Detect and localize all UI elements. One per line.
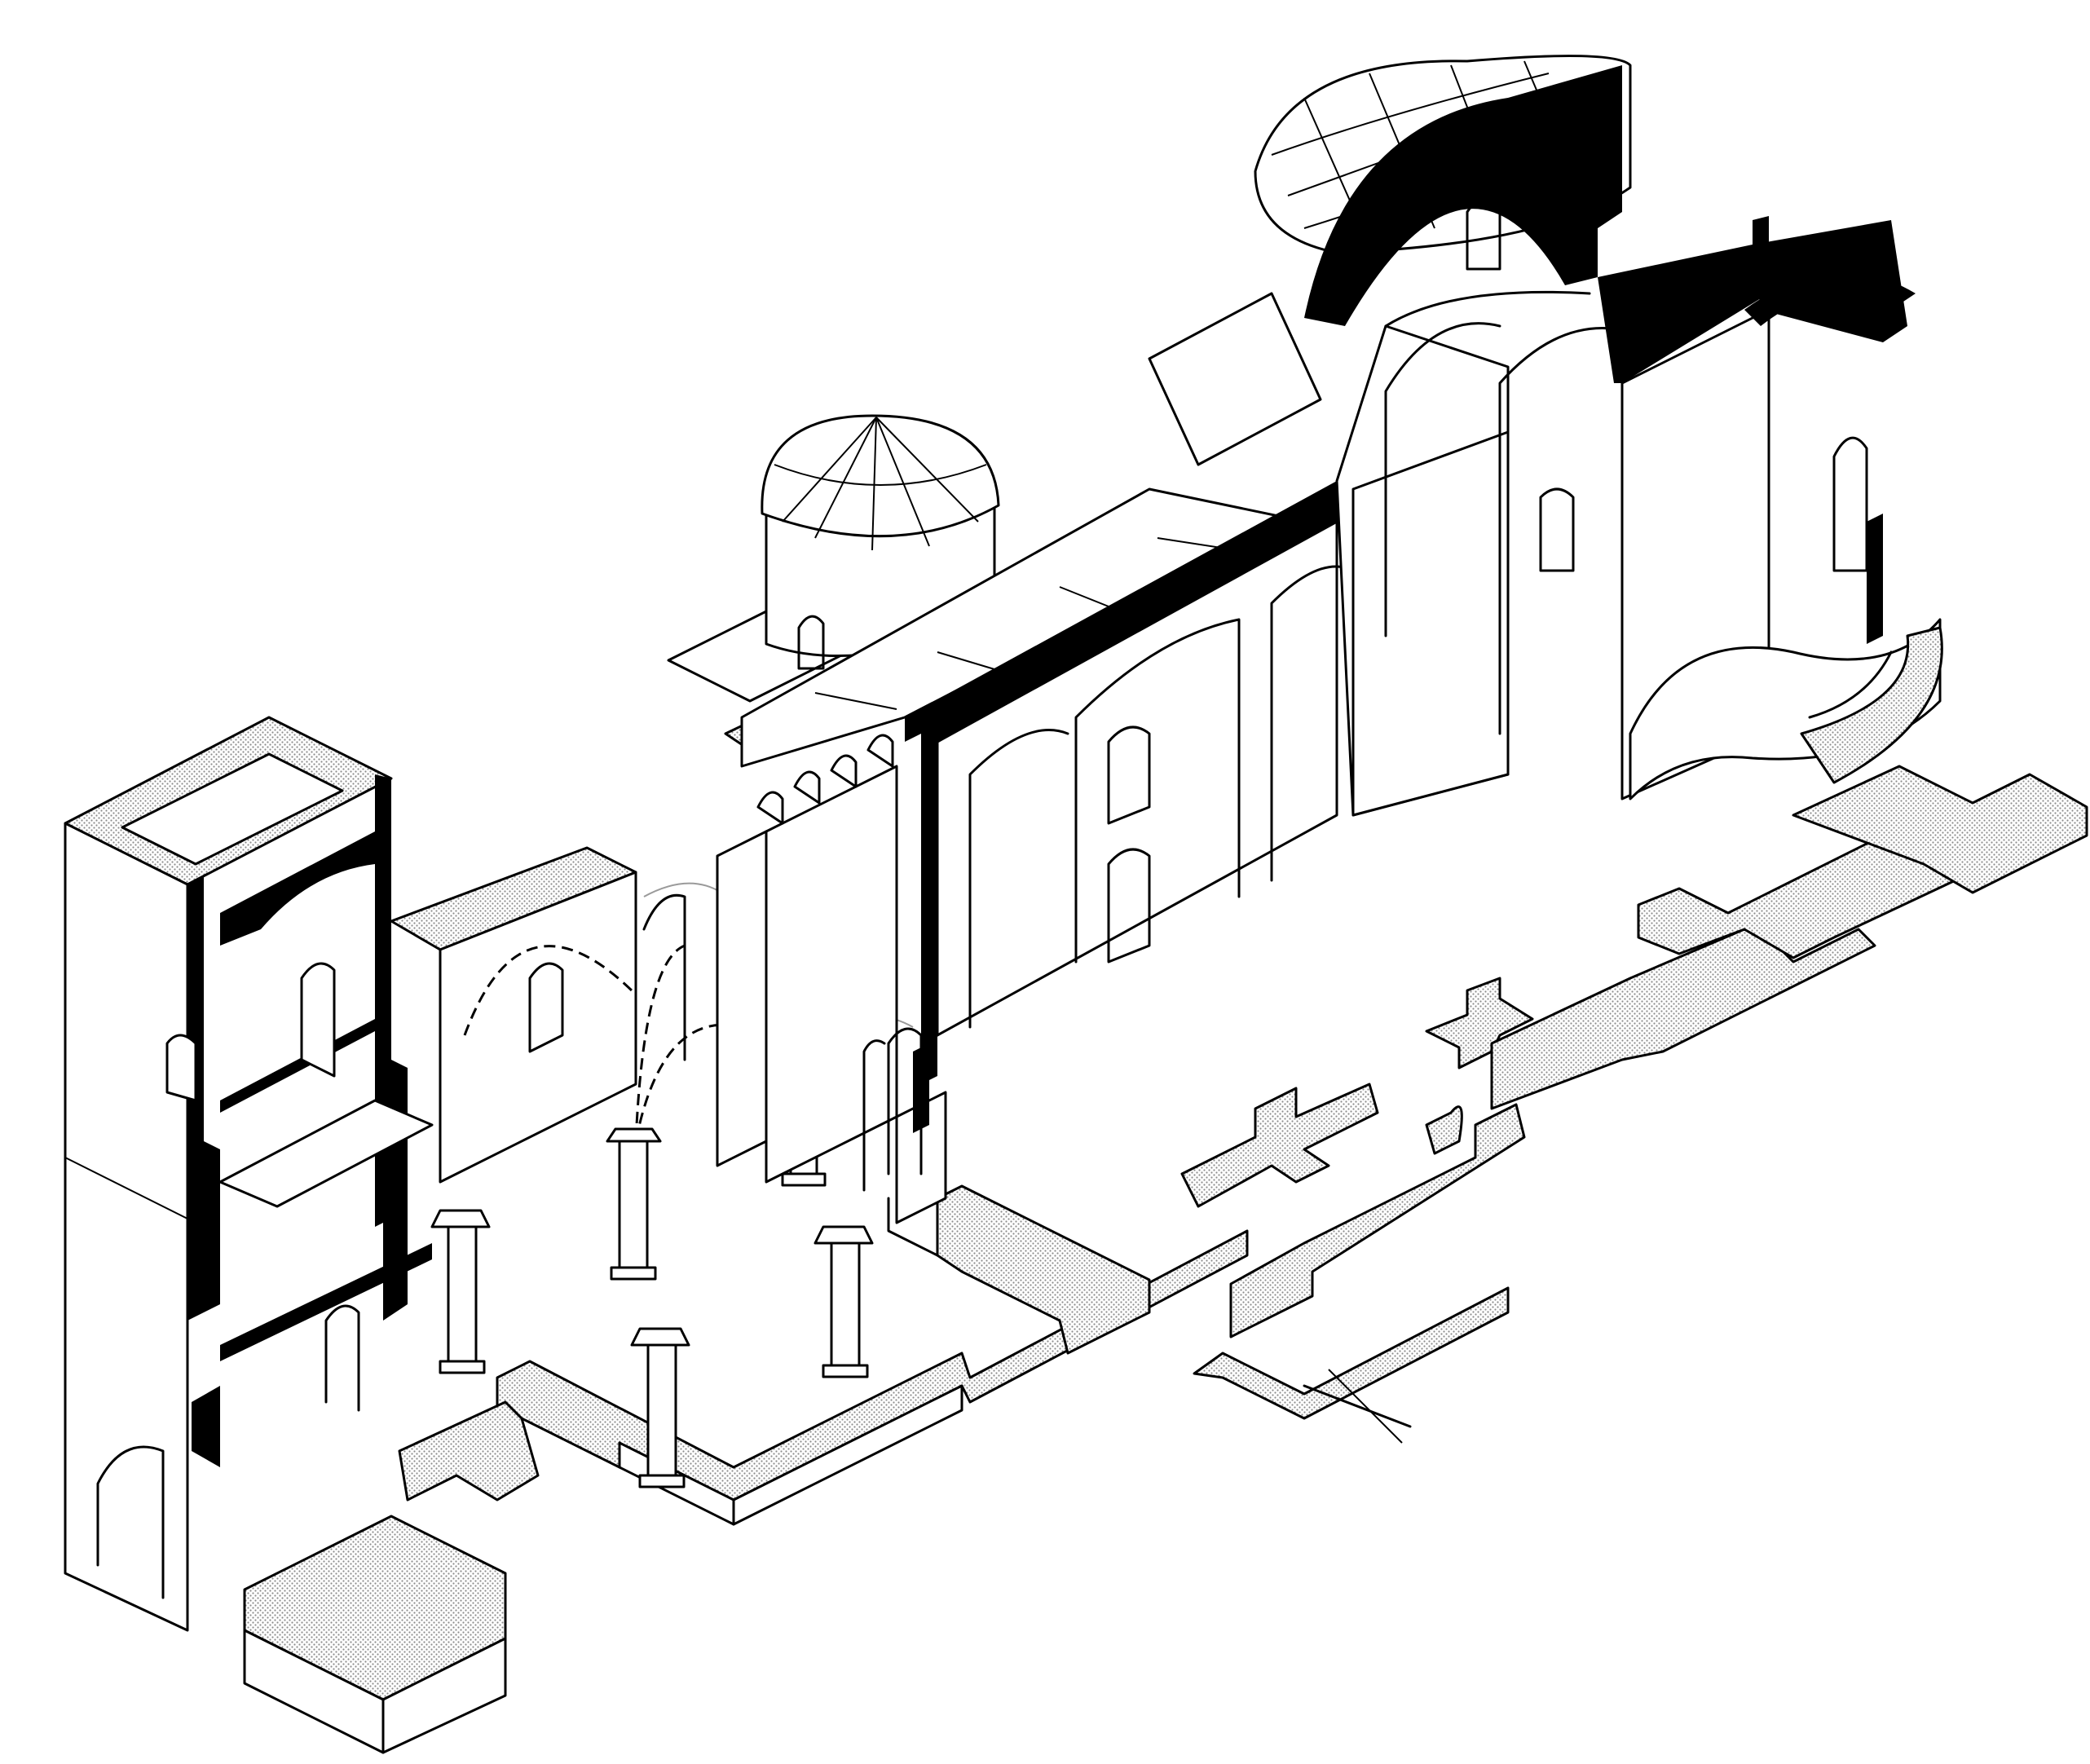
dome-arch-2 xyxy=(1498,327,1640,735)
apse-foundation-ring xyxy=(1800,626,1943,784)
west-foundation-block-side xyxy=(381,1637,507,1754)
column xyxy=(630,1327,690,1488)
apse-window xyxy=(1832,436,1868,572)
south-foundation-wall xyxy=(496,1229,1249,1502)
narthex-window xyxy=(528,962,564,1053)
south-foundation-face-2 xyxy=(732,1384,963,1526)
main-dome xyxy=(1148,55,1640,817)
south-chapel-apse xyxy=(1425,1105,1463,1155)
cross-shaped-foundation xyxy=(1180,1083,1379,1208)
apse-conch-section xyxy=(1744,272,1916,326)
small-dome-cupola xyxy=(761,414,1000,538)
tower-door-arch xyxy=(96,1445,165,1599)
tower-section-wall xyxy=(187,876,220,1467)
tower-window xyxy=(300,962,336,1078)
southwest-foundation xyxy=(398,1400,540,1502)
apse-bench xyxy=(1808,650,1893,719)
dome-drum-window xyxy=(1466,196,1501,271)
nave-window xyxy=(1107,725,1151,825)
dome-arch xyxy=(1384,322,1501,637)
crossing-pier-face xyxy=(1351,430,1510,817)
tower-floor-slab-2 xyxy=(220,1243,432,1361)
south-chapel-foundation xyxy=(1229,1103,1526,1338)
apse xyxy=(1629,618,1942,800)
east-foundation-wall xyxy=(1193,1286,1510,1420)
narthex-arch-opening xyxy=(642,894,686,1061)
column xyxy=(430,1209,491,1374)
tower-inner-room xyxy=(218,1099,434,1208)
floor-outline xyxy=(887,1197,1412,1444)
narthex-north-wall xyxy=(439,871,637,1184)
nave-arch xyxy=(968,729,1069,1029)
dome-roof-plane xyxy=(1148,292,1322,466)
east-annex-room-2 xyxy=(1792,765,2088,894)
apse-pier xyxy=(1867,514,1883,644)
east-annex-wall xyxy=(1490,928,1876,1110)
narthex-vault-rib-2 xyxy=(634,944,686,1142)
tower-floor-slab xyxy=(220,1019,375,1113)
tower-top-inner xyxy=(121,752,344,866)
tower-section-wall-east xyxy=(375,774,408,1321)
main-dome-section xyxy=(1304,65,1622,326)
dome-pendentive xyxy=(1384,290,1591,328)
cross-shaped-foundation-2 xyxy=(1425,977,1534,1069)
foundation-walls xyxy=(243,765,2088,1754)
nave-arch-2 xyxy=(1074,618,1241,964)
narthex-vault-rib xyxy=(463,945,637,1036)
tower-arch xyxy=(220,831,375,946)
column xyxy=(606,1127,662,1281)
crossing-window xyxy=(1539,487,1575,572)
column xyxy=(814,1225,874,1378)
tower-door-arch-2 xyxy=(324,1304,360,1412)
small-dome-window xyxy=(797,615,825,670)
tower-window-2 xyxy=(165,1034,197,1102)
bell-tower xyxy=(64,716,434,1632)
tower-west-face xyxy=(64,822,189,1632)
nave-wall-face xyxy=(936,520,1338,1037)
narthex xyxy=(390,846,914,1184)
nave-window-2 xyxy=(1107,848,1151,964)
south-arm xyxy=(862,1027,947,1224)
sanctuary xyxy=(1598,216,1943,800)
narthex-foundation xyxy=(936,1184,1151,1355)
east-arm-section xyxy=(1598,216,1769,383)
